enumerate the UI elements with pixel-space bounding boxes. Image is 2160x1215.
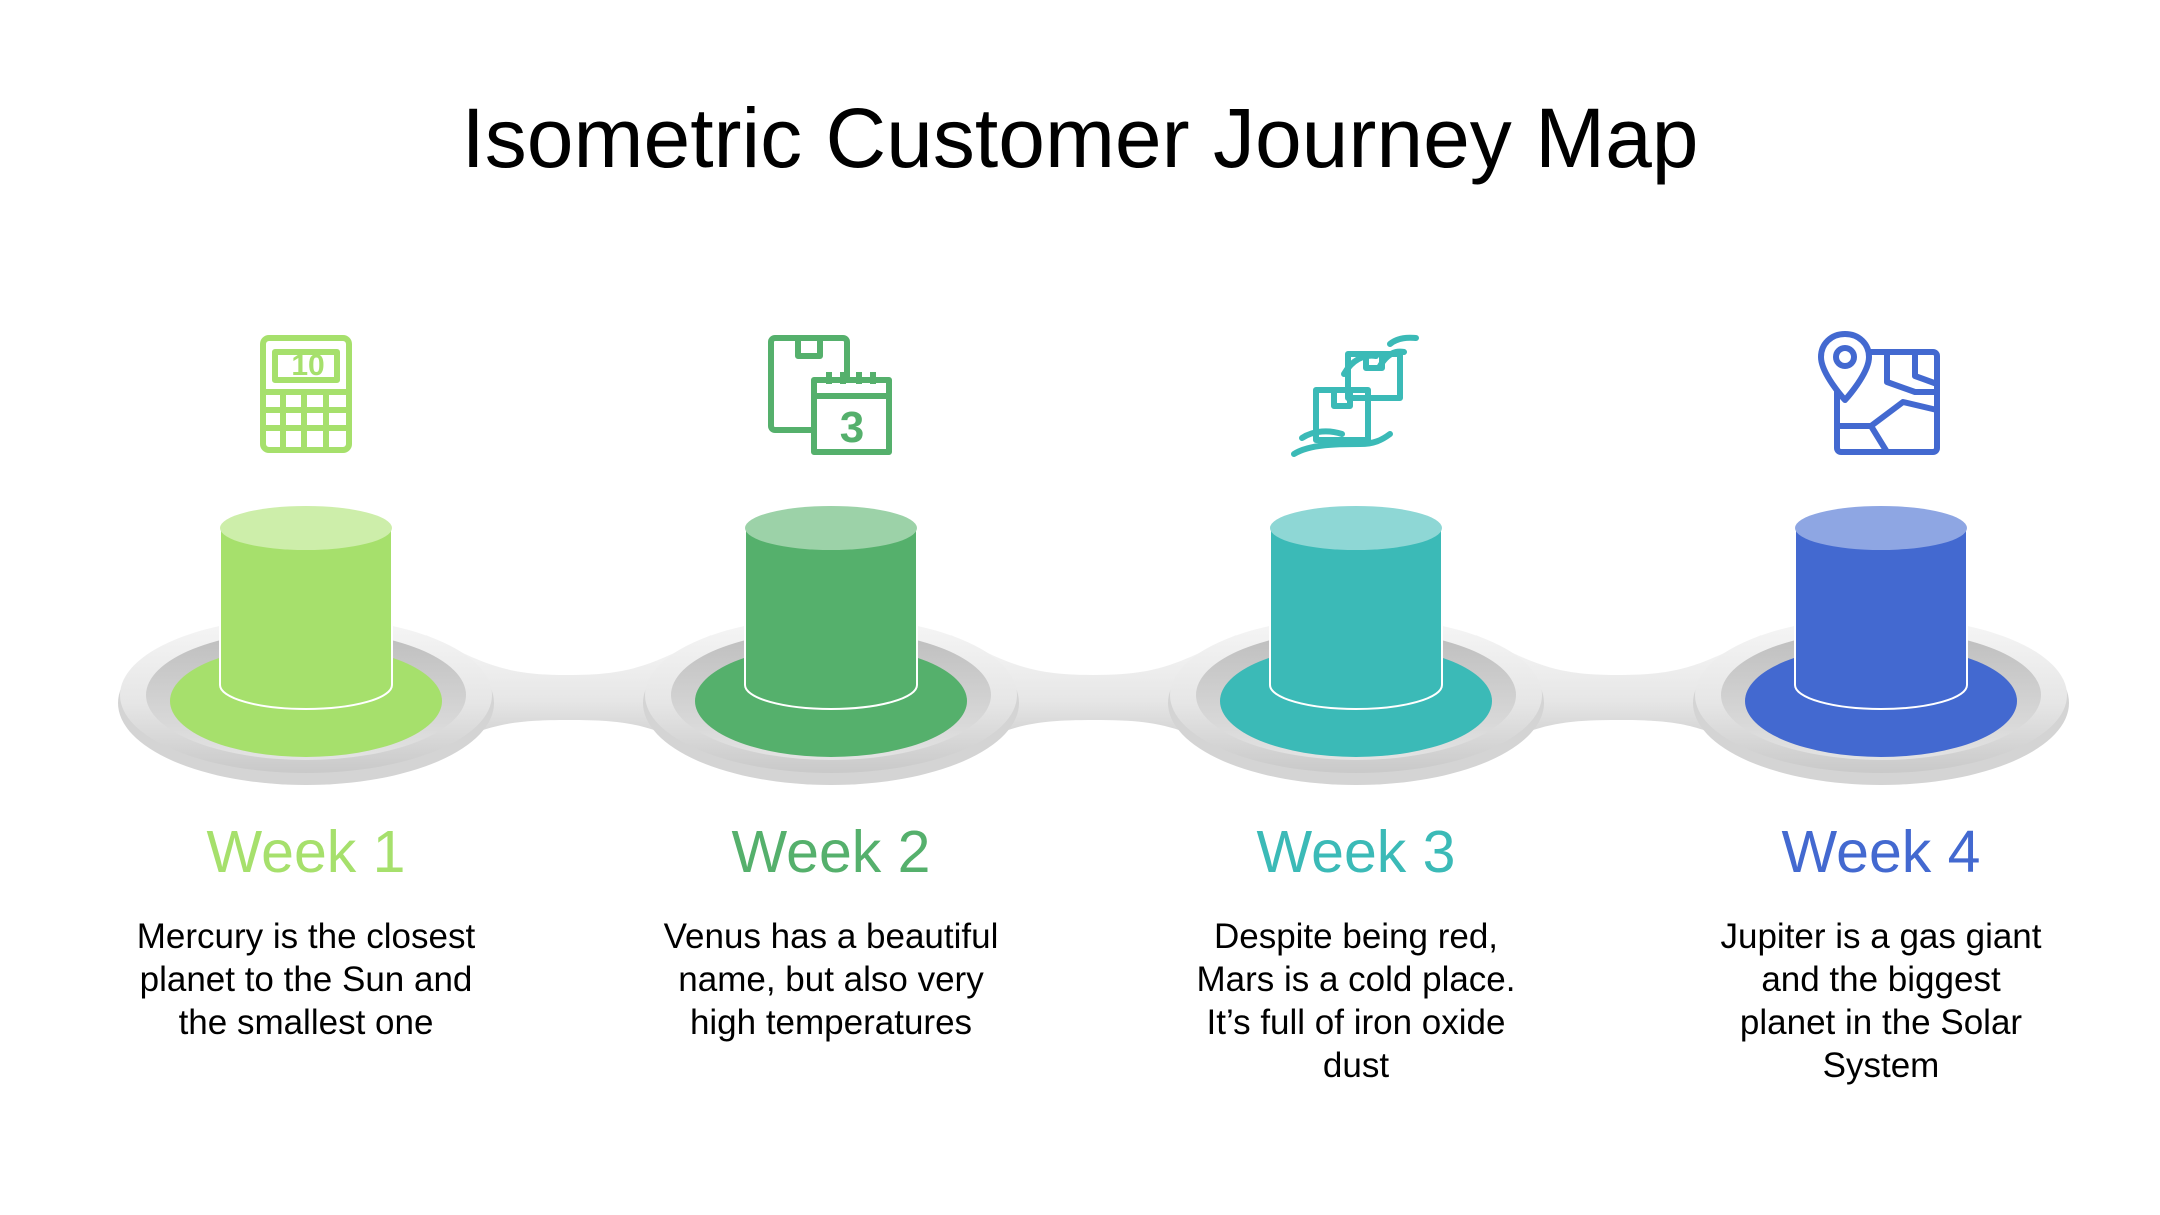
step-description-week-2: Venus has a beautiful name, but also ver… [663, 917, 999, 1042]
cylinder-body [744, 527, 918, 710]
cylinder-body [1794, 527, 1968, 710]
cylinder-week-1 [170, 506, 442, 757]
step-heading-week-4: Week 4 [1781, 819, 1981, 885]
track-connector [951, 635, 1236, 755]
package-calendar-icon: 3 [768, 335, 892, 455]
package-calendar-icon-label: 3 [840, 403, 864, 452]
step-heading-week-1: Week 1 [206, 819, 406, 885]
cylinder-week-2 [695, 506, 967, 757]
cylinder-top [745, 506, 917, 550]
cylinder-week-3 [1220, 506, 1492, 757]
cylinder-top [1795, 506, 1967, 550]
cylinder-body [1269, 527, 1443, 710]
step-description-week-4: Jupiter is a gas giant and the biggest p… [1720, 917, 2042, 1085]
page-title: Isometric Customer Journey Map [461, 91, 1699, 185]
step-heading-week-2: Week 2 [731, 819, 931, 885]
track-steps [170, 506, 2017, 757]
cylinder-week-4 [1745, 506, 2017, 757]
map-pin-icon [1818, 331, 1940, 455]
cylinder-top [220, 506, 392, 550]
calendar-icon-label: 10 [291, 349, 324, 382]
step-heading-week-3: Week 3 [1256, 819, 1456, 885]
track-connector [426, 635, 711, 755]
cylinder-top [1270, 506, 1442, 550]
package-delivery-hand-icon [1291, 334, 1419, 457]
step-description-week-1: Mercury is the closest planet to the Sun… [136, 917, 476, 1042]
track-connector [1476, 635, 1761, 755]
step-description-week-3: Despite being red, Mars is a cold place.… [1196, 917, 1516, 1085]
calendar-icon: 10 [260, 335, 352, 453]
cylinder-body [219, 527, 393, 710]
